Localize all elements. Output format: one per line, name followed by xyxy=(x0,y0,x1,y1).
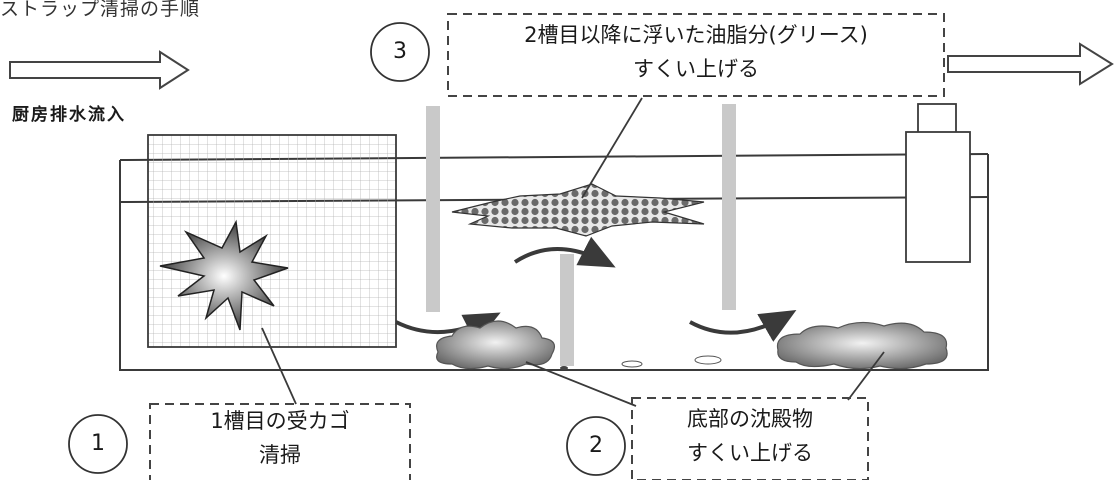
step-3-line-1: 2槽目以降に浮いた油脂分(グリース) xyxy=(524,23,868,47)
flow-arrow-icon xyxy=(513,236,616,268)
header-text: ストラップ清掃の手順 xyxy=(0,0,201,20)
step-1-number: 1 xyxy=(91,431,105,456)
outlet-pipe xyxy=(905,103,971,263)
baffle-3 xyxy=(722,104,736,310)
sediment-particle xyxy=(621,360,643,368)
step-3-number: 3 xyxy=(393,39,407,64)
step-1-circle xyxy=(68,414,128,474)
step-1-text: 1槽目の受カゴ 清掃 xyxy=(150,404,410,472)
leader-line-2 xyxy=(847,351,885,401)
step-2-line-1: 底部の沈殿物 xyxy=(687,407,813,431)
inflow-label: 厨房排水流入 xyxy=(12,105,126,125)
basket xyxy=(147,134,397,348)
step-2-circle xyxy=(566,416,626,476)
sludge-2 xyxy=(776,321,948,370)
flow-arrow-icon xyxy=(395,312,501,344)
step-3-circle xyxy=(370,22,430,82)
leader-line-2 xyxy=(525,361,637,407)
step-1-line-2: 清掃 xyxy=(259,443,301,467)
step-2-number: 2 xyxy=(589,433,603,458)
step-1-line-1: 1槽目の受カゴ xyxy=(210,409,350,433)
step-3-line-2: すくい上げる xyxy=(633,57,759,81)
starburst-icon xyxy=(159,219,289,331)
leader-line-3 xyxy=(581,97,643,199)
step-3-box xyxy=(447,13,945,97)
outflow-arrow-icon xyxy=(947,42,1114,86)
leader-line-1 xyxy=(261,327,297,405)
step-2-text: 底部の沈殿物 すくい上げる xyxy=(632,402,868,470)
sediment-particle xyxy=(560,366,568,370)
grease-layer xyxy=(451,183,705,237)
step-3-text: 2槽目以降に浮いた油脂分(グリース) すくい上げる xyxy=(448,18,944,86)
baffle-2 xyxy=(560,254,574,366)
sludge-1 xyxy=(436,320,555,370)
step-2-box xyxy=(631,397,869,480)
step-1-box xyxy=(149,403,411,480)
baffle-1 xyxy=(426,106,440,312)
flow-arrow-icon xyxy=(689,310,797,342)
step-2-line-2: すくい上げる xyxy=(687,441,813,465)
inflow-arrow-icon xyxy=(9,50,190,90)
sediment-particle xyxy=(694,355,722,365)
